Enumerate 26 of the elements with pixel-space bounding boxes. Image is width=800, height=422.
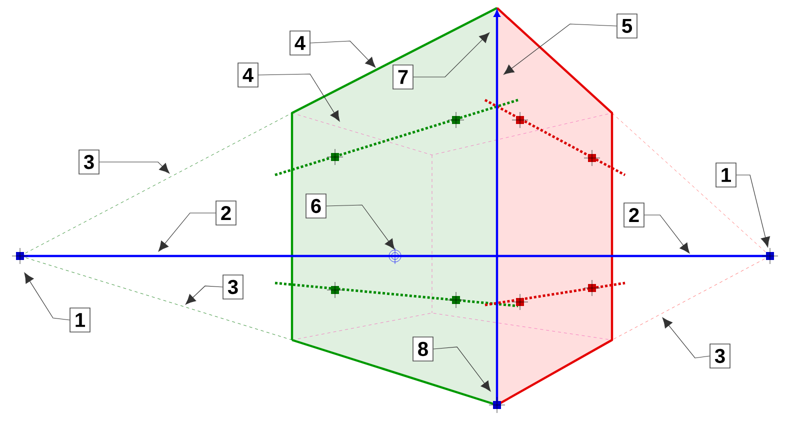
- leader-line: [433, 346, 491, 392]
- leader-line: [258, 74, 340, 122]
- callout-number: 2: [216, 200, 236, 226]
- callout-number: 7: [392, 64, 414, 90]
- leader-line: [158, 212, 216, 252]
- leader-line: [504, 24, 617, 75]
- callout-number: 2: [624, 202, 644, 228]
- callout-number: 3: [710, 344, 730, 368]
- leader-line: [413, 32, 490, 78]
- leader-line: [310, 40, 376, 68]
- leader-line: [644, 214, 690, 254]
- callout-number: 1: [70, 308, 90, 332]
- callout-number: 3: [78, 150, 100, 174]
- leader-line: [99, 162, 170, 174]
- callout-number: 3: [222, 274, 244, 300]
- callout-number: 4: [290, 30, 310, 56]
- leader-line: [736, 174, 770, 248]
- leader-line: [185, 286, 223, 305]
- callout-number: 4: [238, 62, 258, 88]
- leader-line: [326, 204, 395, 250]
- leader-line: [24, 272, 70, 320]
- callout-number: 6: [306, 194, 326, 218]
- callout-number: 8: [412, 336, 434, 362]
- callout-number: 1: [716, 162, 736, 188]
- callout-number: 5: [616, 14, 638, 38]
- leader-line: [662, 318, 710, 358]
